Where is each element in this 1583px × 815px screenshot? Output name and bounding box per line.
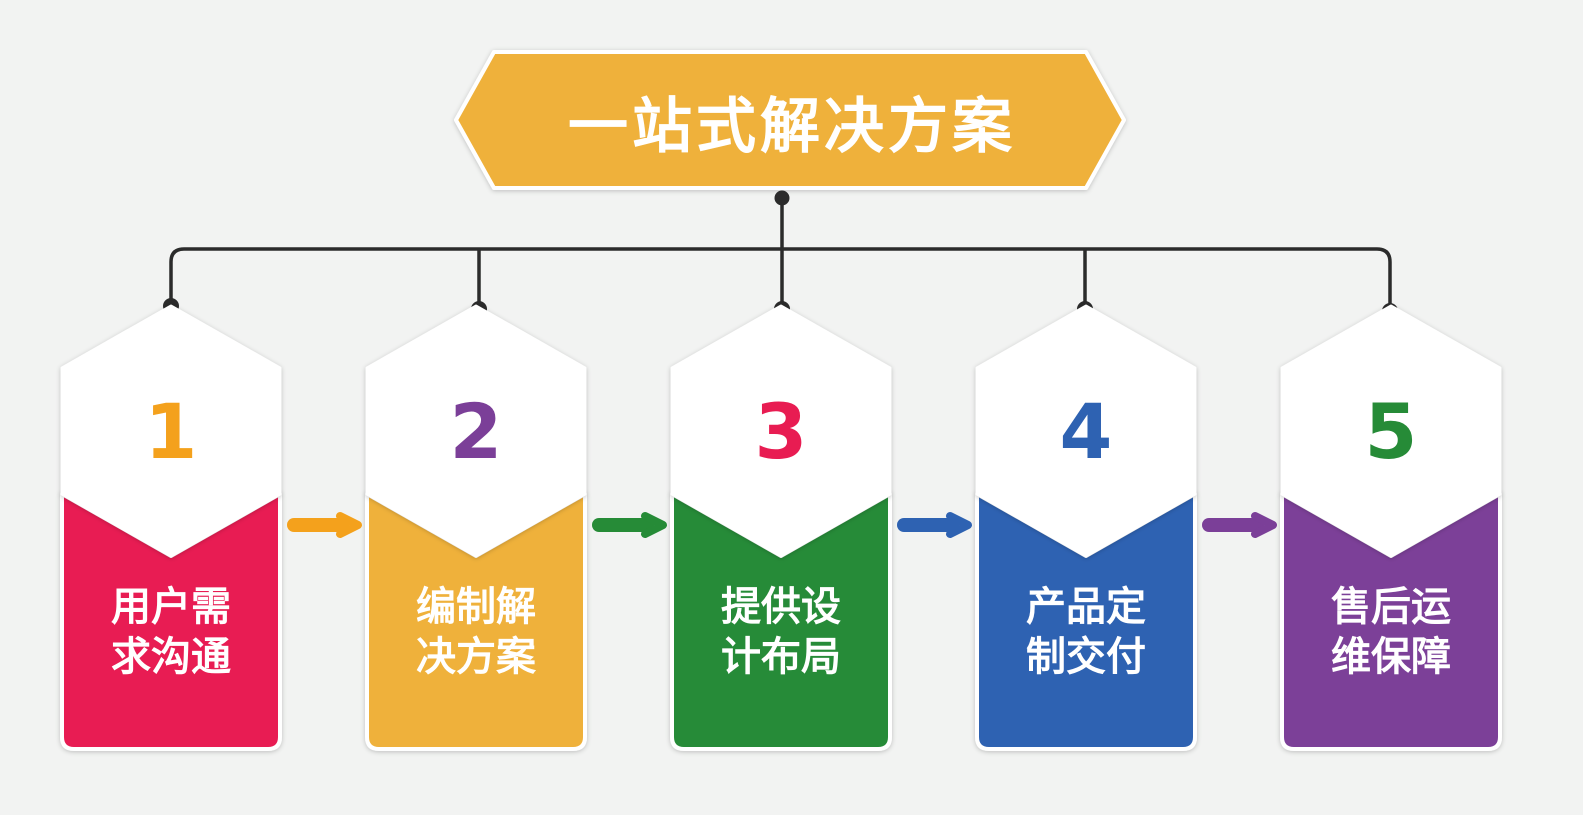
step-label-line2: 制交付 — [1026, 634, 1146, 680]
step-card-body — [975, 492, 1197, 751]
step-number-1: 1 — [144, 387, 198, 476]
step-label-line2: 求沟通 — [111, 634, 231, 680]
step-card-body — [1280, 492, 1502, 751]
step-label-line2: 计布局 — [721, 634, 841, 680]
step-card-body — [670, 492, 892, 751]
connector-tree — [163, 190, 1398, 319]
step-label-line1: 提供设 — [721, 584, 841, 630]
step-card-1 — [60, 304, 282, 751]
step-card-5 — [1280, 304, 1502, 751]
step-card-hexagon — [670, 304, 892, 558]
connector-dot-top — [774, 190, 790, 206]
step-label-4: 产品定制交付 — [977, 582, 1195, 682]
step-label-line2: 决方案 — [416, 634, 536, 680]
flow-arrow-1 — [287, 512, 362, 538]
step-label-line2: 维保障 — [1331, 634, 1451, 680]
step-label-3: 提供设计布局 — [672, 582, 890, 682]
step-number-2: 2 — [449, 387, 503, 476]
step-label-5: 售后运维保障 — [1282, 582, 1500, 682]
title-banner — [454, 50, 1126, 190]
step-card-3 — [670, 304, 892, 751]
connector-bar — [169, 247, 1392, 311]
step-label-line1: 用户需 — [111, 584, 231, 630]
step-label-1: 用户需求沟通 — [62, 582, 280, 682]
step-card-4 — [975, 304, 1197, 751]
step-card-2 — [365, 304, 587, 751]
step-card-hexagon — [365, 304, 587, 558]
flow-arrow-3 — [897, 512, 972, 538]
step-number-3: 3 — [754, 387, 808, 476]
step-card-hexagon — [60, 304, 282, 558]
step-card-body — [60, 492, 282, 751]
step-label-2: 编制解决方案 — [367, 582, 585, 682]
step-number-4: 4 — [1059, 387, 1113, 476]
flow-arrow-4 — [1202, 512, 1277, 538]
step-card-body — [365, 492, 587, 751]
step-label-line1: 编制解 — [416, 584, 536, 630]
flow-arrow-2 — [592, 512, 667, 538]
step-card-hexagon — [1280, 304, 1502, 558]
page-title: 一站式解决方案 — [568, 91, 1016, 162]
step-card-hexagon — [975, 304, 1197, 558]
step-label-line1: 售后运 — [1331, 584, 1451, 630]
step-label-line1: 产品定 — [1026, 584, 1146, 630]
step-number-5: 5 — [1364, 387, 1418, 476]
